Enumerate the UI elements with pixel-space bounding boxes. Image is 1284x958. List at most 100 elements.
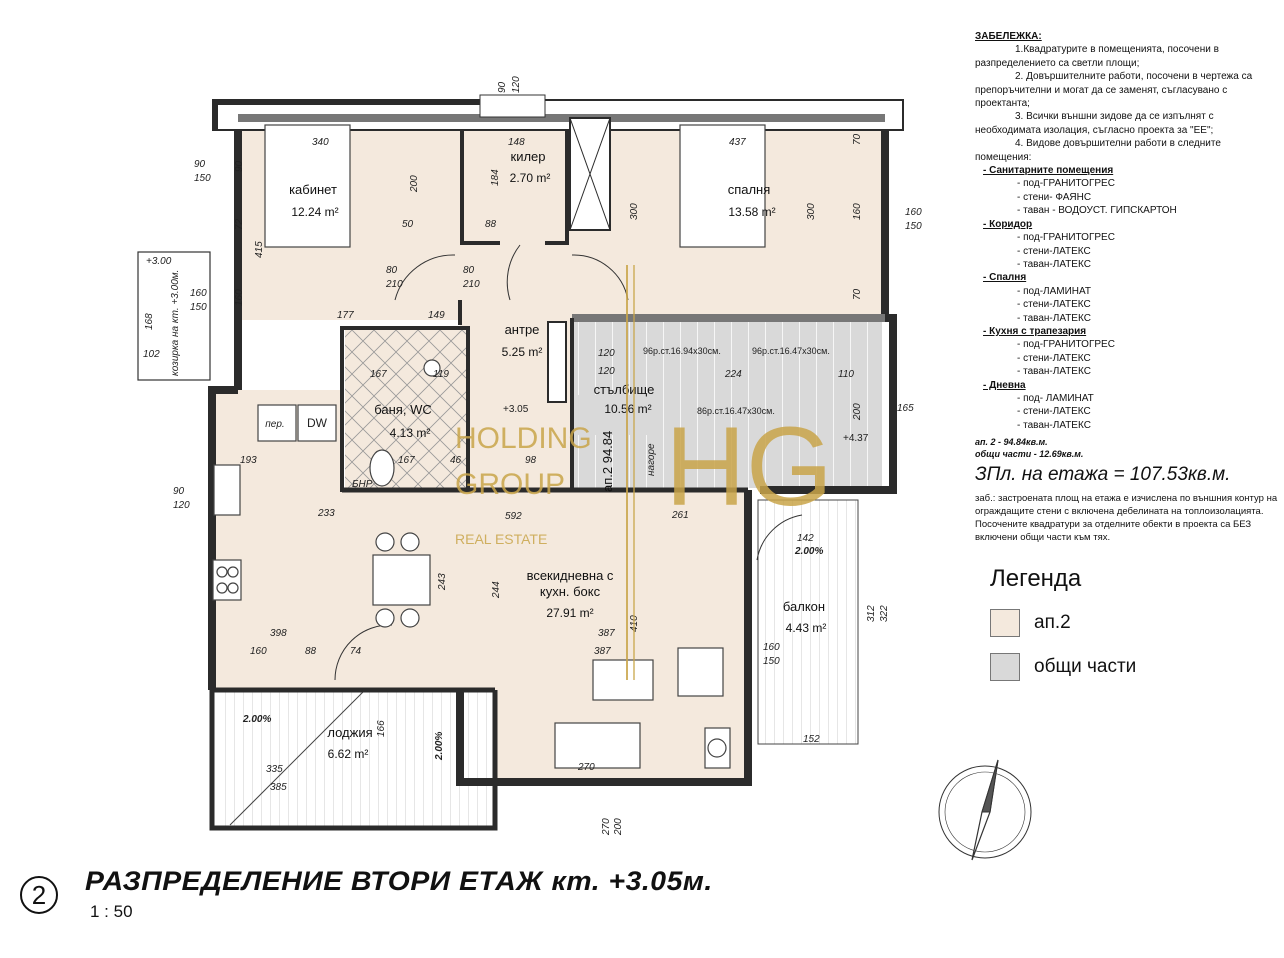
finish-line: - стени-ЛАТЕКС — [1017, 352, 1091, 364]
bathroom-floor — [345, 330, 467, 488]
legend-swatch-common — [990, 653, 1020, 681]
dim-label: 210 — [385, 279, 403, 290]
dim-label: 160 — [250, 646, 267, 657]
dim-label: 2.00% — [794, 546, 823, 557]
coffee-table — [592, 659, 654, 701]
dim-label: 90 — [173, 486, 185, 497]
dim-label: 200 — [409, 175, 420, 193]
dim-label: 184 — [490, 169, 501, 186]
dim-label: 415 — [254, 241, 265, 258]
apt-area: ап. 2 - 94.84кв.м. — [975, 437, 1048, 448]
finish-room: - Кухня с трапезария — [983, 325, 1087, 337]
dim-label: 152 — [803, 734, 820, 745]
finish-line: - таван-ЛАТЕКС — [1017, 312, 1091, 324]
dim-label: 110 — [838, 369, 854, 380]
canopy-label: козирка на кт. +3.00м. — [170, 270, 181, 376]
dim-label: 233 — [317, 508, 335, 519]
dim-label: 200 — [852, 403, 863, 421]
dim-label: 270 — [601, 818, 612, 836]
bed-spalnya — [679, 124, 766, 248]
drawing-scale: 1 : 50 — [90, 902, 133, 921]
balcony-area — [757, 499, 859, 745]
finish-line: - таван-ЛАТЕКС — [1017, 258, 1091, 270]
finish-line: - под- ЛАМИНАТ — [1017, 392, 1094, 404]
dim-label: 2.00% — [242, 714, 271, 725]
dim-label: 168 — [144, 313, 155, 330]
bed-kabinet — [264, 124, 351, 248]
notes-panel: ЗАБЕЛЕЖКА: 1.Квадратурите в помещенията,… — [975, 30, 1280, 544]
dim-label: 160 — [763, 642, 780, 653]
dim-label: 165 — [897, 403, 914, 414]
common-area: общи части - 12.69кв.м. — [975, 449, 1084, 460]
legend-item: общи части — [990, 653, 1136, 681]
finish-line: - под-ГРАНИТОГРЕС — [1017, 339, 1115, 351]
dim-label: 167 — [398, 455, 415, 466]
dim-label: 160 — [190, 288, 207, 299]
dim-label: 150 — [905, 221, 922, 232]
interior-walls — [340, 117, 885, 493]
north-arrow-icon — [938, 759, 1032, 861]
room-name-banya: баня, WC — [374, 402, 431, 417]
stair-up-label: нагоре — [646, 443, 657, 476]
legend-title: Легенда — [990, 565, 1082, 592]
dim-label: 88 — [485, 219, 497, 230]
armchair — [677, 647, 724, 697]
canopy — [137, 251, 211, 381]
finish-room: - Спалня — [983, 272, 1027, 284]
dim-label: 148 — [508, 137, 525, 148]
room-name-spalnya: спалня — [728, 182, 771, 197]
stove — [212, 559, 242, 601]
dim-label: 102 — [143, 349, 160, 360]
legend-swatch-apartment — [990, 609, 1020, 637]
dim-label: 193 — [240, 455, 257, 466]
toilet — [369, 449, 395, 487]
room-area-banya: 4.13 m² — [390, 426, 431, 440]
sheet-number: 2 — [20, 876, 58, 914]
room-name-kiler: килер — [511, 149, 546, 164]
finish-line: - под-ЛАМИНАТ — [1017, 285, 1091, 297]
dim-label: 387 — [598, 628, 615, 639]
legend-item: ап.2 — [990, 609, 1136, 637]
dim-label: +4.37 — [843, 433, 869, 444]
top-window — [479, 94, 546, 118]
dim-label: 80 — [463, 265, 475, 276]
dim-label: 312 — [866, 605, 877, 622]
dim-label: 340 — [312, 137, 329, 148]
finish-line: - таван - ВОДОУСТ. ГИПСКАРТОН — [1017, 205, 1177, 217]
room-name-lodzhiya: лоджия — [327, 725, 372, 740]
finish-line: - под-ГРАНИТОГРЕС — [1017, 178, 1115, 190]
sofa — [554, 722, 641, 769]
room-area-balkon: 4.43 m² — [786, 621, 827, 635]
dim-label: 177 — [337, 310, 354, 321]
room-name-kabinet: кабинет — [289, 182, 337, 197]
total-floor-area: ЗПл. на етажа = 107.53кв.м. — [975, 464, 1231, 486]
room-name-dnevna: всекидневна с — [527, 568, 614, 583]
holding-group-logo: HOLDING GROUP HG REAL ESTATE — [455, 265, 833, 680]
room-name-balkon: балкон — [783, 599, 825, 614]
note-item: 1.Квадратурите в помещенията, посочени в… — [975, 44, 1219, 69]
loggia-area — [218, 692, 494, 827]
legend-label: ап.2 — [1034, 612, 1071, 633]
dim-label: 96р.ст.16.47х30см. — [752, 346, 830, 356]
dim-label: 86р.ст.16.47х30см. — [697, 406, 775, 416]
room-area-antre: 5.25 m² — [502, 345, 543, 359]
dim-label: 160 — [852, 203, 863, 220]
dim-label: 385 — [270, 782, 287, 793]
dimension-labels: 340 148 437 200 184 300 300 160 70 70 41… — [143, 76, 922, 836]
dim-label: 70 — [852, 288, 863, 300]
dim-label: 142 — [797, 533, 814, 544]
dim-label: 80 — [386, 265, 398, 276]
dim-label: 120 — [598, 366, 615, 377]
dim-label: 167 — [370, 369, 387, 380]
dim-label: 98 — [525, 455, 537, 466]
dishwasher — [297, 404, 337, 442]
room-name-antre: антре — [505, 322, 540, 337]
footnote: заб.: застроената площ на етажа е изчисл… — [975, 493, 1278, 544]
dim-label: 119 — [433, 369, 449, 380]
room-name-dnevna-2: кухн. бокс — [540, 584, 601, 599]
notes-heading: ЗАБЕЛЕЖКА: — [975, 31, 1042, 42]
legend: Легенда ап.2 общи части — [990, 565, 1136, 681]
finish-line: - стени-ЛАТЕКС — [1017, 245, 1091, 257]
drawing-title: РАЗПРЕДЕЛЕНИЕ ВТОРИ ЕТАЖ кт. +3.05м. — [85, 866, 713, 896]
